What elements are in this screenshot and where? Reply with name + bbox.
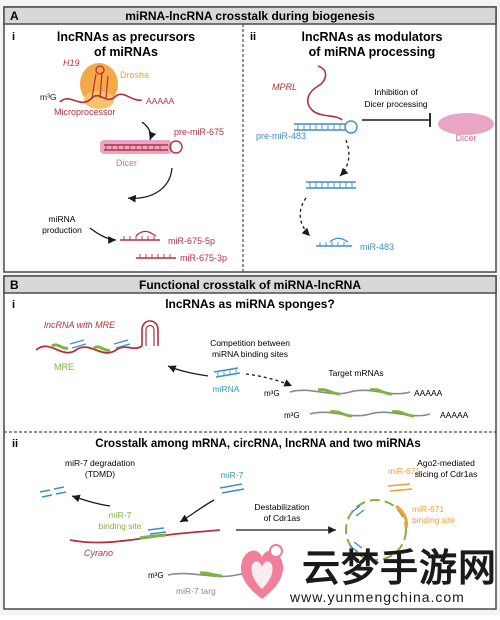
mir-675-3p-label: miR-675-3p [180,253,227,263]
panel-b-letter: B [10,278,19,292]
mir-483-mature [316,237,352,247]
target-cap-1: m³G [264,389,280,398]
target-polya-2: AAAAA [440,410,469,420]
mir-483-label: miR-483 [360,242,394,252]
production-label-1: miRNA [49,214,76,224]
panel-bi-numeral: i [12,299,15,311]
arrow-to-sponge [167,365,209,377]
panel-bii-title: Crosstalk among mRNA, circRNA, lncRNA an… [95,438,420,450]
cyrano-lncrna [69,527,221,544]
watermark-title: 云梦手游网 [302,546,498,590]
mir-483-duplex [306,181,356,189]
mir7-target-cap: m³G [148,571,164,580]
mir671-site-label-1: miR-671 [412,504,444,514]
mir671-site-label-2: binding site [412,515,455,525]
dicer-label-ii: Dicer [455,133,476,143]
cap-label: m³G [40,92,57,102]
dashed-arrow-to-targets [245,373,293,387]
pre-mir-675-hairpin [100,140,183,154]
dashed-arrow-2 [299,197,311,237]
panel-ai-numeral: i [12,31,15,43]
h19-label: H19 [63,58,80,68]
target-mrna-1 [289,388,411,396]
microprocessor-complex [59,63,143,109]
microprocessor-label: Microprocessor [54,107,116,117]
degradation-label-2: (TDMD) [85,469,115,479]
panel-ai-title-1: lncRNAs as precursors [57,30,195,44]
lncrna-sponge [35,320,159,354]
panel-aii-title-1: lncRNAs as modulators [301,30,442,44]
free-mir7 [219,483,245,494]
mir-675-duplex [120,230,176,259]
competition-label-2: miRNA binding sites [212,349,288,359]
degradation-label-1: miR-7 degradation [65,458,135,468]
arrow-to-dicer [141,121,157,141]
cyrano-label: Cyrano [84,548,113,558]
inhibition-label-1: Inhibition of [374,87,418,97]
watermark-logo [240,544,284,599]
cdr1as-circrna [345,499,408,561]
pre-mir-675-label: pre-miR-675 [174,127,224,137]
mir671-label: miR-671 [388,466,420,476]
panel-a-frame [3,6,497,273]
dicer-blob-ii [438,113,494,135]
arrow-mir7-to-cyrano [179,499,215,523]
lncrna-mre-label: lncRNA with MRE [44,320,116,330]
ago-label-1: Ago2-mediated [417,458,475,468]
drosha-label: Drosha [120,70,149,80]
panel-bi-title: lncRNAs as miRNA sponges? [165,297,335,311]
degraded-mir7 [39,486,67,498]
competition-label-1: Competition between [210,338,290,348]
pre-mir-483-label: pre-miR-483 [256,131,306,141]
panel-a-letter: A [10,9,19,23]
destab-label-1: Destabilization [254,502,310,512]
target-mrna-2 [309,410,431,418]
ago-label-2: slicing of Cdr1as [415,469,478,479]
polya-label: AAAAA [146,96,175,106]
mir7-label: miR-7 [221,470,244,480]
panel-ai-title-2: of miRNAs [94,45,158,59]
mprl-label: MPRL [272,82,297,92]
watermark: 云梦手游网 www.yunmengchina.com [228,531,496,609]
panel-aii-title-2: of miRNA processing [309,45,436,59]
target-cap-2: m³G [284,411,300,420]
mprl-strand [306,65,343,121]
panel-a-title: miRNA-lncRNA crosstalk during biogenesis [125,9,375,23]
destab-label-2: of Cdr1as [264,513,301,523]
inhibition-label-2: Dicer processing [364,99,428,109]
h19-strand [59,93,143,104]
dicer-label: Dicer [116,158,137,168]
production-label-2: production [42,225,82,235]
panel-aii-numeral: ii [250,31,256,43]
panel-b-title: Functional crosstalk of miRNA-lncRNA [139,278,361,292]
mre-label: MRE [54,362,74,372]
target-mrnas-label: Target mRNAs [328,368,383,378]
arrow-to-products [127,167,173,203]
free-mirna [213,367,241,378]
watermark-url: www.yunmengchina.com [290,589,465,605]
arrow-to-degradation [71,494,111,507]
binding-site-label-2: binding site [98,521,141,531]
mirna-label: miRNA [213,384,240,394]
arrow-to-mirnas [89,227,117,244]
panel-b-header [3,275,497,294]
panel-bii-numeral: ii [12,438,18,450]
binding-site-label-1: miR-7 [109,510,132,520]
panel-a-header [3,6,497,25]
mir-675-5p-label: miR-675-5p [168,236,215,246]
mir7-target-label: miR-7 targ [176,586,216,596]
target-polya-1: AAAAA [414,388,443,398]
mir671-duplex [387,483,413,492]
pre-mir-483-hairpin [294,120,358,134]
